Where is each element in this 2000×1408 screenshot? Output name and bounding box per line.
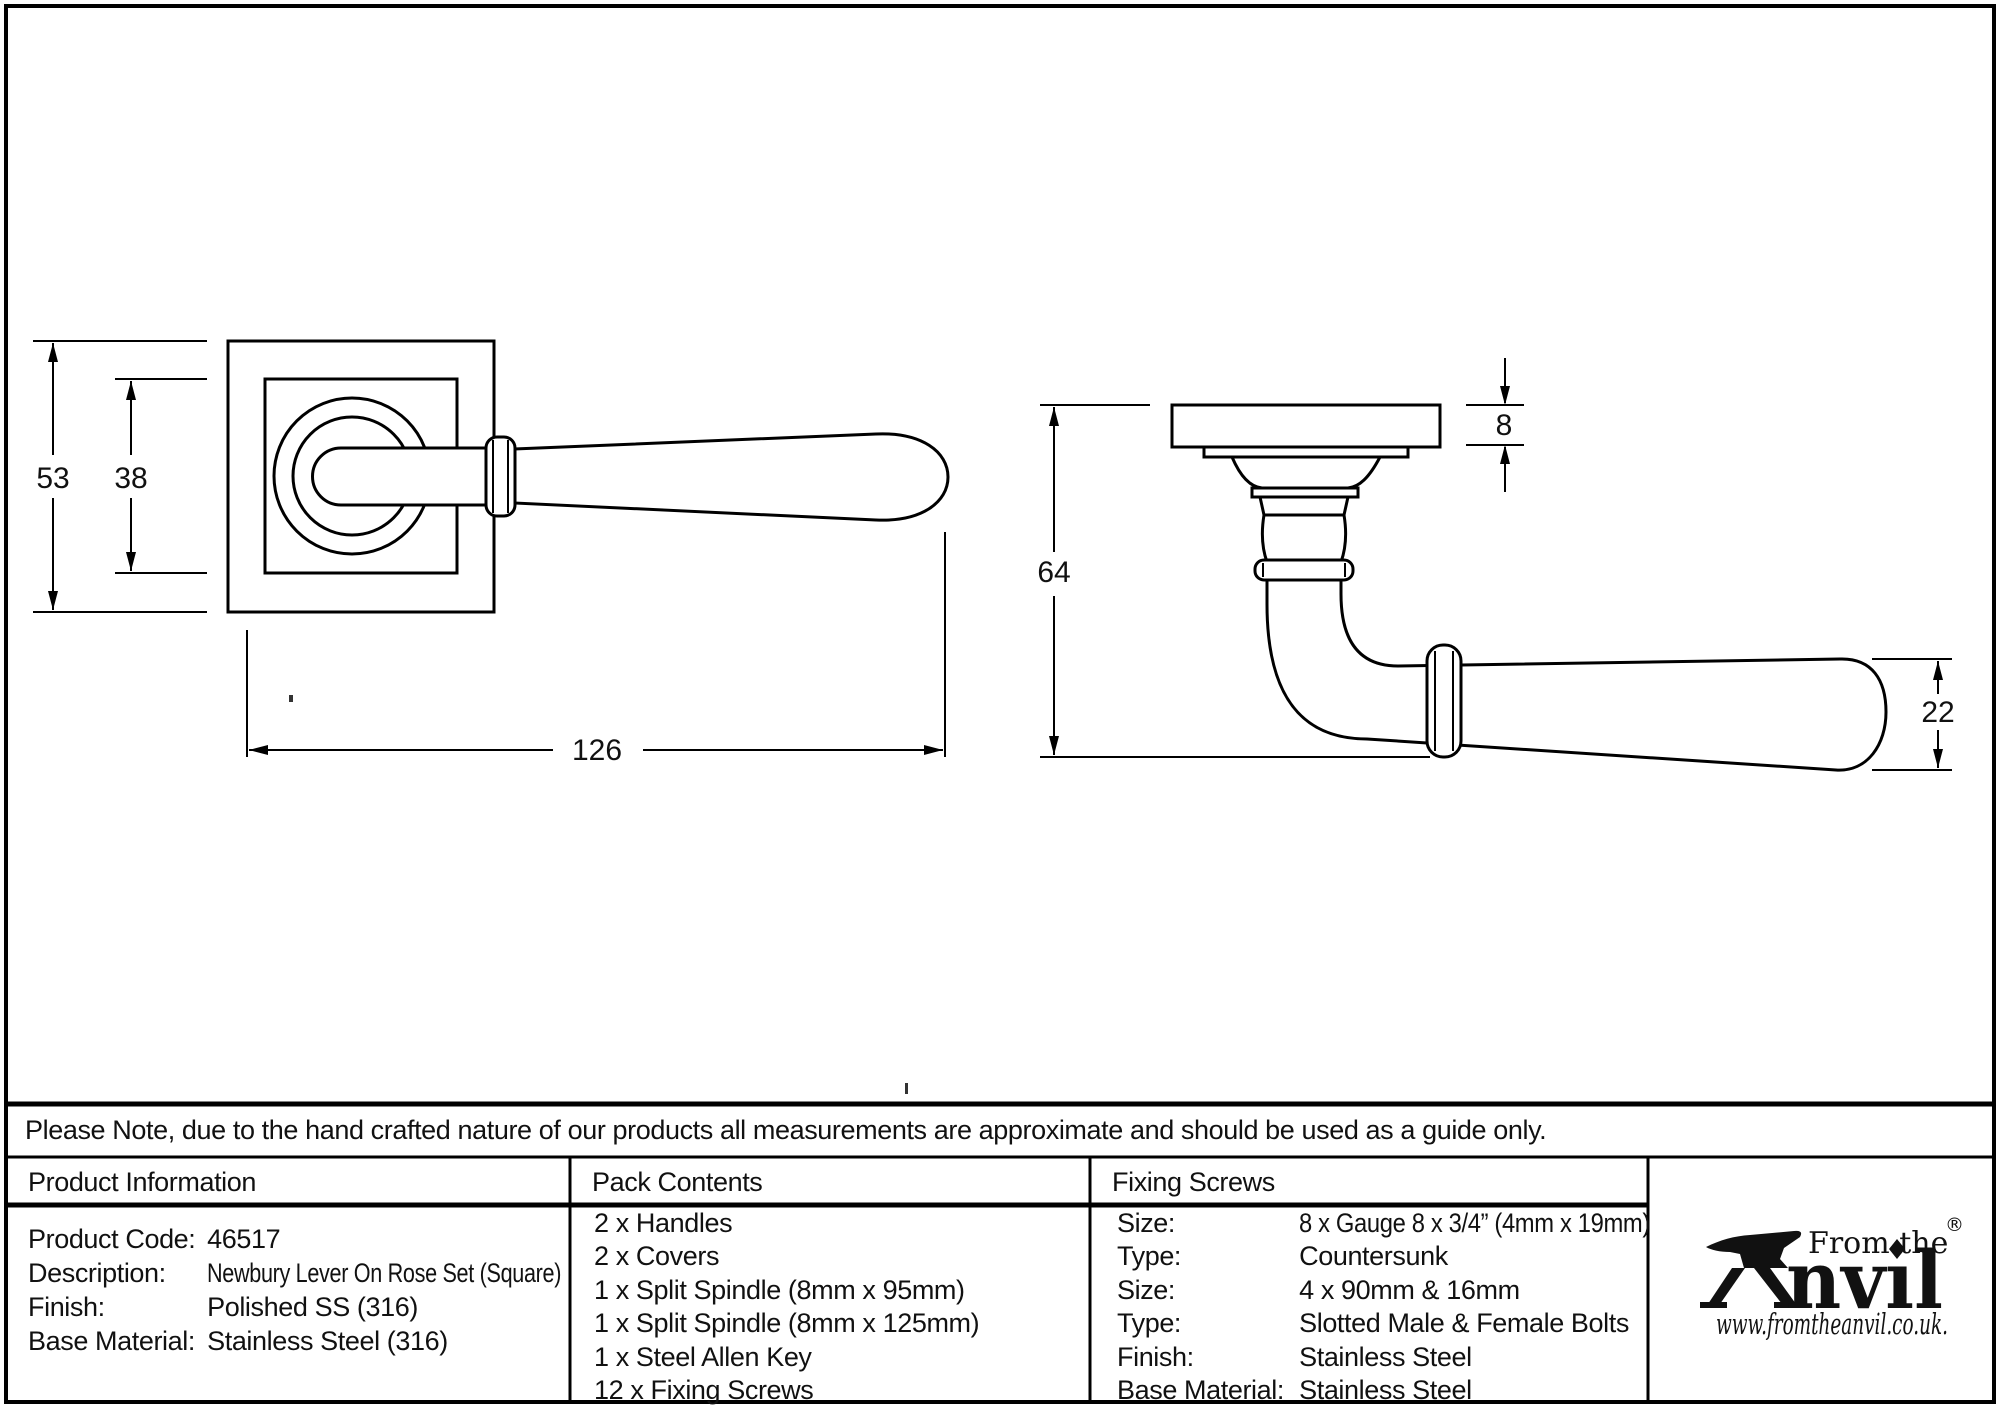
- letter-a-left-leg: [1708, 1268, 1745, 1304]
- table-row: Description: Newbury Lever On Rose Set (…: [28, 1256, 568, 1290]
- stray-marks: [289, 695, 908, 1094]
- logo-url-text: www.fromtheanvil.co.uk.: [1716, 1307, 1948, 1341]
- rose-plate-side: [1170, 403, 1442, 449]
- letter-a-right-leg: [1754, 1268, 1796, 1304]
- rose-shoulder-side: [1229, 455, 1383, 490]
- dim38-arrow-up: [126, 381, 136, 400]
- stray-mark-2: [905, 1083, 908, 1094]
- list-item: 1 x Steel Allen Key: [594, 1341, 812, 1372]
- front-view-drawing: [226, 339, 950, 614]
- list-item: 12 x Fixing Screws: [594, 1374, 814, 1405]
- dim-label-53: 53: [36, 462, 69, 495]
- header-pack-contents: Pack Contents: [592, 1167, 763, 1197]
- lever-neck-front: [311, 446, 486, 507]
- dim-label-38: 38: [114, 462, 147, 495]
- neck-taper-side: [1258, 495, 1350, 517]
- base-material-label: Base Material:: [28, 1326, 195, 1356]
- product-information-cell: Product Code: 46517 Description: Newbury…: [28, 1222, 568, 1358]
- side-view-dimensions: [1040, 358, 1952, 771]
- dim-label-64: 64: [1037, 556, 1070, 589]
- dimension-labels: 53 38 126 64 8 22: [36, 409, 1954, 767]
- table-row: Type: Slotted Male & Female Bolts: [1117, 1307, 1645, 1340]
- measurement-note: Please Note, due to the hand crafted nat…: [25, 1115, 1547, 1145]
- finish-value: Polished SS (316): [207, 1292, 418, 1322]
- dim53-arrow-down: [48, 591, 58, 610]
- dim64-arrow-down: [1049, 736, 1059, 755]
- dim126-arrow-right: [924, 745, 943, 755]
- letter-a-left-serif: [1700, 1302, 1727, 1308]
- list-item: 2 x Handles: [594, 1208, 733, 1238]
- dim-label-126: 126: [572, 734, 622, 767]
- dim38-arrow-down: [126, 552, 136, 571]
- pack-contents-cell: 2 x Handles 2 x Covers 1 x Split Spindle…: [594, 1207, 1086, 1407]
- table-row: Product Code: 46517: [28, 1222, 568, 1256]
- stray-mark-1: [289, 695, 293, 702]
- outer-border: [4, 4, 1996, 1404]
- header-product-information: Product Information: [28, 1167, 257, 1197]
- table-row: Finish: Polished SS (316): [28, 1290, 568, 1324]
- lever-collar-side: [1425, 643, 1463, 759]
- anvil-icon: [1700, 1230, 1802, 1308]
- logo-brand-text: nvıl: [1786, 1233, 1943, 1327]
- finish-label: Finish:: [28, 1292, 105, 1322]
- table-row: Size: 8 x Gauge 8 x 3/4” (4mm x 19mm): [1117, 1207, 1650, 1240]
- list-item: 1 x Split Spindle (8mm x 95mm): [594, 1274, 965, 1305]
- base-material-value: Stainless Steel (316): [207, 1326, 448, 1356]
- header-fixing-screws: Fixing Screws: [1112, 1167, 1275, 1197]
- front-view-dimensions: [33, 340, 946, 757]
- product-code-value: 46517: [207, 1224, 281, 1254]
- lever-grip-front: [512, 432, 950, 522]
- table-row: Base Material: Stainless Steel (316): [28, 1324, 568, 1358]
- description-value: Newbury Lever On Rose Set (Square): [207, 1258, 562, 1288]
- description-label: Description:: [28, 1258, 166, 1288]
- fixing-screws-cell: Size: 8 x Gauge 8 x 3/4” (4mm x 19mm) Ty…: [1117, 1207, 1650, 1407]
- logo-tagline-text: From the: [1808, 1226, 1948, 1261]
- from-the-anvil-logo: From the nvıl ® www.fromtheanvil.co.uk.: [1700, 1214, 1964, 1341]
- lever-bend-and-grip-side: [1265, 578, 1888, 772]
- table-row: Base Material: Stainless Steel: [1117, 1374, 1645, 1407]
- product-code-label: Product Code:: [28, 1224, 196, 1254]
- screw-type-value: Countersunk: [1299, 1241, 1448, 1272]
- sheet-borders: [4, 4, 1996, 1404]
- anvil-body: [1706, 1230, 1802, 1268]
- neck-barrel-side: [1260, 513, 1348, 564]
- screw-type-label: Type:: [1117, 1241, 1182, 1272]
- registered-trademark-symbol: ®: [1945, 1214, 1964, 1236]
- dim22-arrow-down: [1933, 749, 1943, 768]
- table-row: Size: 4 x 90mm & 16mm: [1117, 1274, 1645, 1307]
- dim22-arrow-up: [1933, 661, 1943, 680]
- screw-base-material-value: Stainless Steel: [1299, 1374, 1472, 1405]
- bolt-size-label: Size:: [1117, 1274, 1176, 1305]
- screw-finish-value: Stainless Steel: [1299, 1341, 1472, 1372]
- dim126-arrow-left: [249, 745, 268, 755]
- bolt-type-label: Type:: [1117, 1308, 1182, 1339]
- table-row: Finish: Stainless Steel: [1117, 1341, 1645, 1374]
- table-row: Type: Countersunk: [1117, 1240, 1645, 1273]
- screw-size-value: 8 x Gauge 8 x 3/4” (4mm x 19mm): [1299, 1208, 1650, 1238]
- side-view-drawing: [1170, 403, 1888, 772]
- neck-collar-ring-side: [1253, 558, 1355, 582]
- dim53-arrow-up: [48, 343, 58, 362]
- i-dot-diamond: [1889, 1239, 1905, 1259]
- dim-label-8: 8: [1496, 409, 1513, 442]
- letter-a-right-serif: [1774, 1302, 1802, 1308]
- screw-finish-label: Finish:: [1117, 1341, 1194, 1372]
- dim8-arrow-up: [1500, 445, 1510, 464]
- dim64-arrow-up: [1049, 407, 1059, 426]
- bolt-type-value: Slotted Male & Female Bolts: [1299, 1308, 1629, 1339]
- list-item: 1 x Split Spindle (8mm x 125mm): [594, 1308, 980, 1339]
- screw-size-label: Size:: [1117, 1208, 1176, 1238]
- dim8-arrow-down: [1500, 386, 1510, 405]
- screw-base-material-label: Base Material:: [1117, 1374, 1284, 1405]
- lever-collar-front: [484, 435, 517, 518]
- dim-label-22: 22: [1921, 696, 1954, 729]
- list-item: 2 x Covers: [594, 1241, 720, 1272]
- bolt-size-value: 4 x 90mm & 16mm: [1299, 1274, 1520, 1305]
